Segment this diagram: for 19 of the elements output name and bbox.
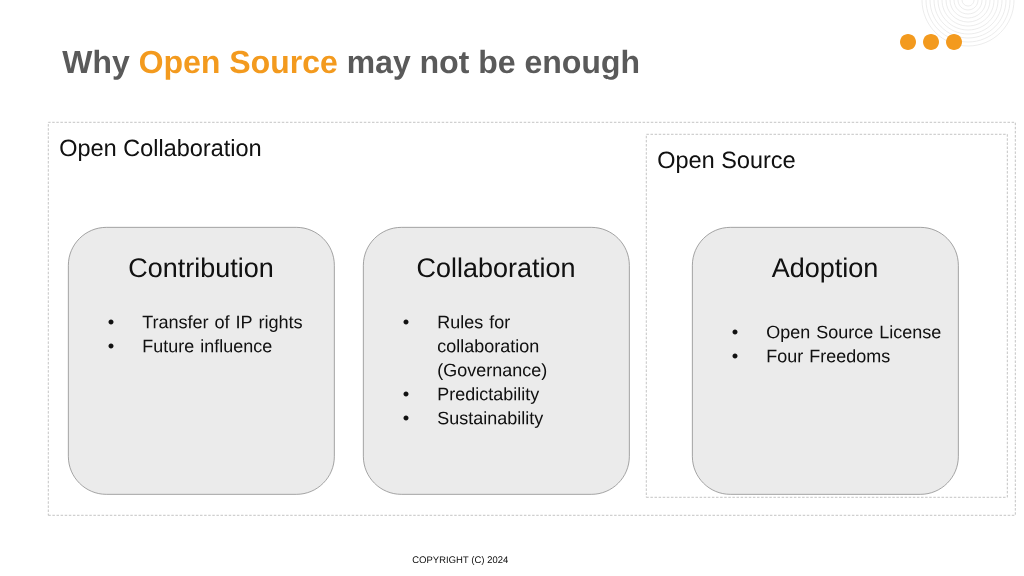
- rounded-box: [363, 227, 630, 495]
- list-item: Transfer of IP rights: [142, 315, 302, 332]
- heading: Collaboration: [417, 257, 574, 278]
- footer-text: COPYRIGHT (C) 2024: [412, 556, 508, 565]
- list-item: Sustainability: [438, 411, 544, 428]
- dashed-frame: [646, 134, 1008, 498]
- rounded-box: [692, 227, 959, 495]
- list-item: Four Freedoms: [767, 349, 890, 363]
- rounded-box: [68, 227, 335, 495]
- frame-label: Open Source: [658, 151, 795, 173]
- dashed-frame: [48, 122, 1016, 516]
- heading: Adoption: [771, 257, 877, 283]
- list-item: Predictability: [438, 387, 540, 404]
- list-item: Open Source License: [767, 325, 941, 342]
- frame-label: Open Collaboration: [60, 139, 261, 161]
- list-item: Rules for collaboration (Governance): [438, 315, 547, 380]
- title: Why Open Source may not be enough: [62, 49, 639, 80]
- list-item: Future influence: [143, 339, 272, 353]
- heading: Contribution: [129, 257, 272, 278]
